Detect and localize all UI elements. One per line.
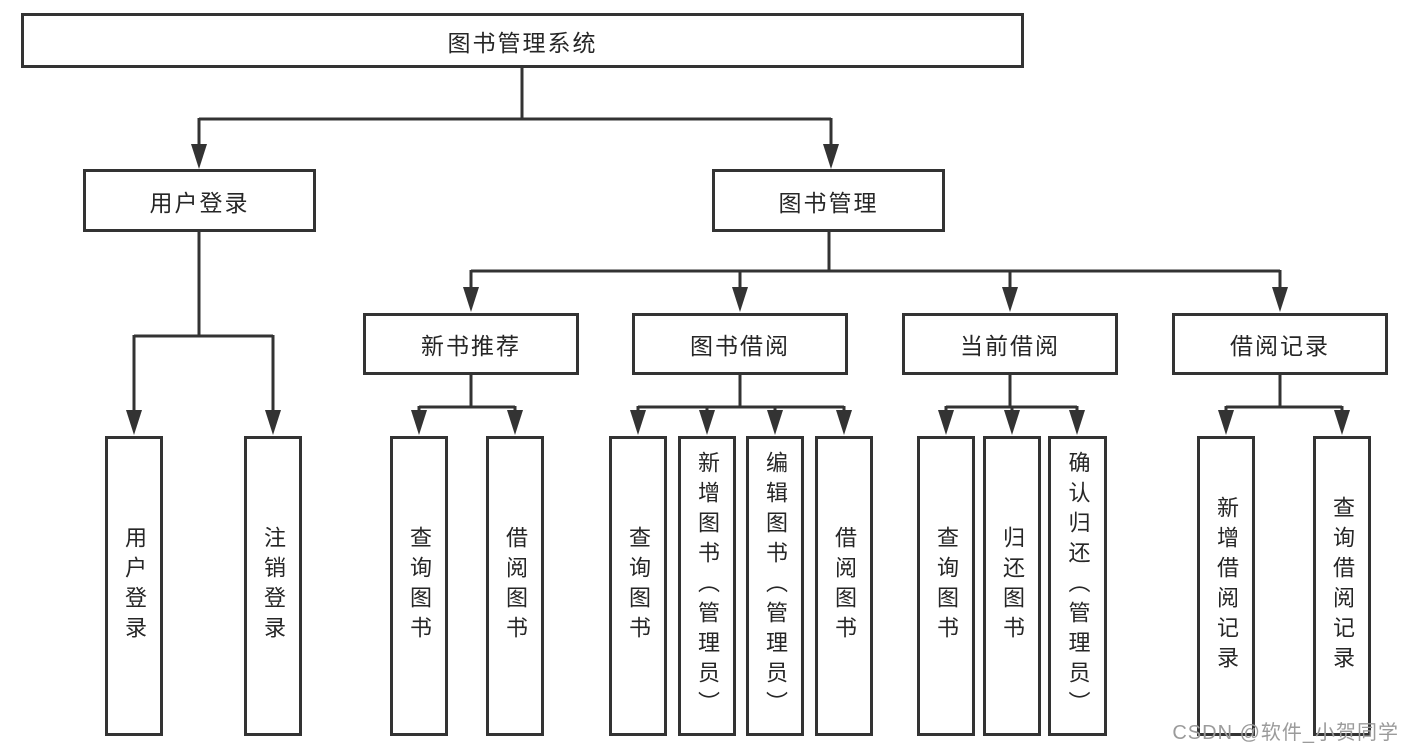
leaf-bb-borrow-book-label: 借阅图书 [832,526,857,646]
node-current-borrow: 当前借阅 [902,313,1118,375]
leaf-br-add-record: 新增借阅记录 [1197,436,1255,736]
node-root: 图书管理系统 [21,13,1024,68]
node-book-mgmt: 图书管理 [712,169,945,232]
leaf-br-add-record-label: 新增借阅记录 [1214,496,1239,676]
node-book-borrow-label: 图书借阅 [690,333,790,359]
leaf-br-query-record: 查询借阅记录 [1313,436,1371,736]
leaf-bb-query-book-label: 查询图书 [626,526,651,646]
node-new-book-rec-label: 新书推荐 [421,333,521,359]
leaf-cb-return-book-label: 归还图书 [1000,526,1025,646]
arrowheads [126,144,1350,435]
leaf-cb-query-book: 查询图书 [917,436,975,736]
node-borrow-records: 借阅记录 [1172,313,1388,375]
node-current-borrow-label: 当前借阅 [960,333,1060,359]
leaf-logout: 注销登录 [244,436,302,736]
leaf-cb-confirm-return-label: 确认归还（管理员） [1065,451,1091,721]
node-book-borrow: 图书借阅 [632,313,848,375]
leaf-nbr-query-book-label: 查询图书 [407,526,432,646]
node-borrow-records-label: 借阅记录 [1230,333,1330,359]
leaf-bb-borrow-book: 借阅图书 [815,436,873,736]
leaf-bb-add-book: 新增图书（管理员） [678,436,736,736]
leaf-bb-add-book-label: 新增图书（管理员） [695,451,720,721]
node-new-book-rec: 新书推荐 [363,313,579,375]
leaf-cb-query-book-label: 查询图书 [934,526,959,646]
leaf-nbr-borrow-book: 借阅图书 [486,436,544,736]
leaf-nbr-query-book: 查询图书 [390,436,448,736]
leaf-bb-query-book: 查询图书 [609,436,667,736]
node-root-label: 图书管理系统 [447,29,598,56]
node-user-login: 用户登录 [83,169,316,232]
leaf-user-login: 用户登录 [105,436,163,736]
leaf-br-query-record-label: 查询借阅记录 [1330,496,1355,676]
leaf-cb-confirm-return: 确认归还（管理员） [1048,436,1107,736]
node-user-login-label: 用户登录 [149,189,250,216]
leaf-cb-return-book: 归还图书 [983,436,1041,736]
node-book-mgmt-label: 图书管理 [778,189,879,216]
leaf-nbr-borrow-book-label: 借阅图书 [503,526,528,646]
csdn-watermark: CSDN @软件_小贺同学 [1172,722,1399,744]
leaf-logout-label: 注销登录 [261,526,286,646]
leaf-bb-edit-book: 编辑图书（管理员） [746,436,804,736]
leaf-user-login-label: 用户登录 [122,526,147,646]
leaf-bb-edit-book-label: 编辑图书（管理员） [763,451,788,721]
